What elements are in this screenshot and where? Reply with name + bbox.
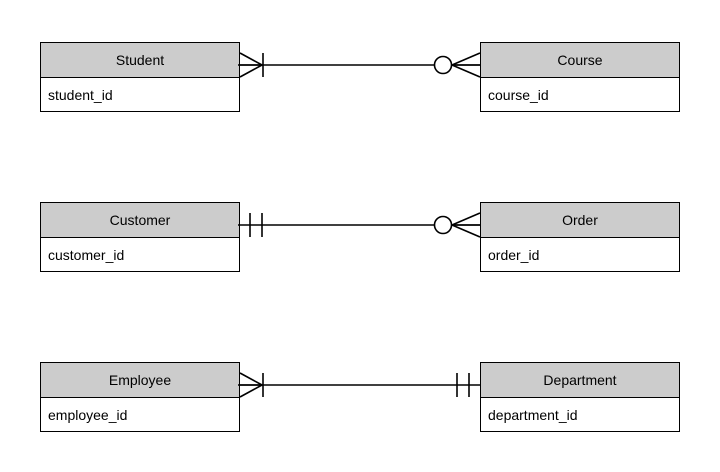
- entity-header-employee: Employee: [41, 363, 239, 398]
- entity-attribute-department-id: department_id: [481, 398, 679, 431]
- entity-name-course: Course: [557, 52, 603, 68]
- entity-name-department: Department: [543, 372, 617, 388]
- zero-circle-right-icon: [433, 55, 453, 75]
- entity-attribute-student-id: student_id: [41, 78, 239, 111]
- relationship-row-customer-order: Customer customer_id Order: [0, 202, 720, 272]
- double-bar-left-icon: [249, 213, 263, 237]
- attribute-label: student_id: [48, 86, 113, 103]
- attribute-label: department_id: [488, 406, 578, 423]
- entity-header-student: Student: [41, 43, 239, 78]
- crows-foot-right-icon: [451, 212, 481, 238]
- entity-name-customer: Customer: [109, 212, 171, 228]
- entity-attribute-course-id: course_id: [481, 78, 679, 111]
- entity-employee[interactable]: Employee employee_id: [40, 362, 240, 432]
- entity-attribute-customer-id: customer_id: [41, 238, 239, 271]
- connector-employee-department: [238, 372, 482, 398]
- entity-name-student: Student: [115, 52, 165, 68]
- entity-course[interactable]: Course course_id: [480, 42, 680, 112]
- entity-customer[interactable]: Customer customer_id: [40, 202, 240, 272]
- attribute-label: order_id: [488, 246, 540, 263]
- entity-order[interactable]: Order order_id: [480, 202, 680, 272]
- crows-foot-left-icon: [239, 52, 263, 78]
- entity-header-course: Course: [481, 43, 679, 78]
- crows-foot-right-icon: [451, 52, 481, 78]
- attribute-label: employee_id: [48, 406, 128, 423]
- connector-student-course: [238, 52, 482, 78]
- entity-header-order: Order: [481, 203, 679, 238]
- attribute-label: customer_id: [48, 246, 125, 263]
- crows-foot-left-icon: [239, 372, 263, 398]
- entity-name-employee: Employee: [108, 372, 172, 388]
- relationship-row-student-course: Student student_id: [0, 42, 720, 112]
- attribute-label: course_id: [488, 86, 549, 103]
- entity-attribute-order-id: order_id: [481, 238, 679, 271]
- entity-student[interactable]: Student student_id: [40, 42, 240, 112]
- entity-department[interactable]: Department department_id: [480, 362, 680, 432]
- connector-customer-order: [238, 212, 482, 238]
- relationship-row-employee-department: Employee employee_id Department: [0, 362, 720, 432]
- entity-header-customer: Customer: [41, 203, 239, 238]
- entity-header-department: Department: [481, 363, 679, 398]
- double-bar-right-icon: [456, 373, 470, 397]
- entity-name-order: Order: [562, 212, 598, 228]
- zero-circle-right-icon: [433, 215, 453, 235]
- entity-attribute-employee-id: employee_id: [41, 398, 239, 431]
